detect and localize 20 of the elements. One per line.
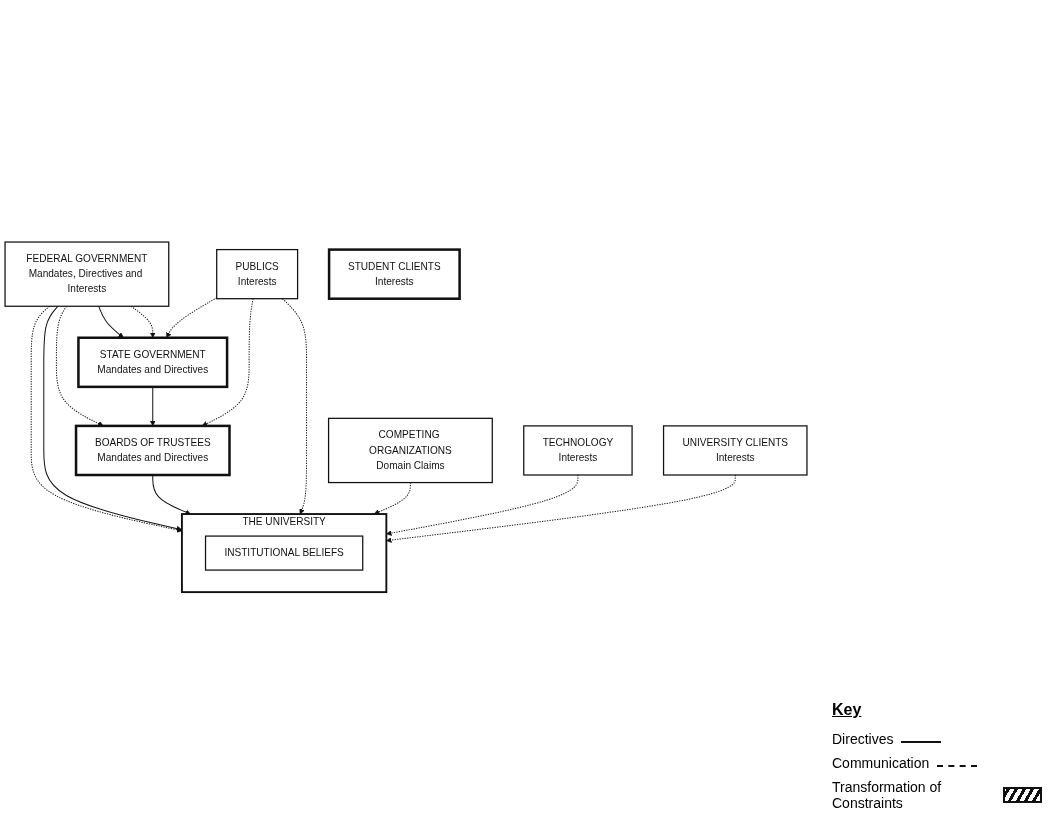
key-heading: Key xyxy=(832,701,863,719)
legend-label: Directives xyxy=(832,731,894,747)
arrow xyxy=(166,297,218,339)
node-box: TECHNOLOGY Interests xyxy=(523,425,633,477)
legend-label: Communication xyxy=(832,755,930,771)
arrow xyxy=(98,306,124,339)
node-box: INSTITUTIONAL BELIEFS xyxy=(204,535,364,572)
node-box: BOARDS OF TRUSTEES Mandates and Directives xyxy=(74,425,231,477)
node-box: STATE GOVERNMENT Mandates and Directives xyxy=(77,336,229,389)
arrow xyxy=(55,306,104,427)
arrow xyxy=(282,298,308,515)
node-box: PUBLICS Interests xyxy=(216,249,299,300)
node-box: STUDENT CLIENTS Interests xyxy=(327,248,461,301)
node-box: UNIVERSITY CLIENTS Interests xyxy=(662,425,808,477)
arrow xyxy=(373,482,411,515)
node-box: FEDERAL GOVERNMENT Mandates, Directives and Interests xyxy=(4,241,170,308)
node-box: COMPETING ORGANIZATIONS Domain Claims xyxy=(327,418,493,484)
arrow xyxy=(201,298,254,427)
arrow xyxy=(130,306,156,339)
legend-label: Transformation of Constraints xyxy=(832,779,943,811)
